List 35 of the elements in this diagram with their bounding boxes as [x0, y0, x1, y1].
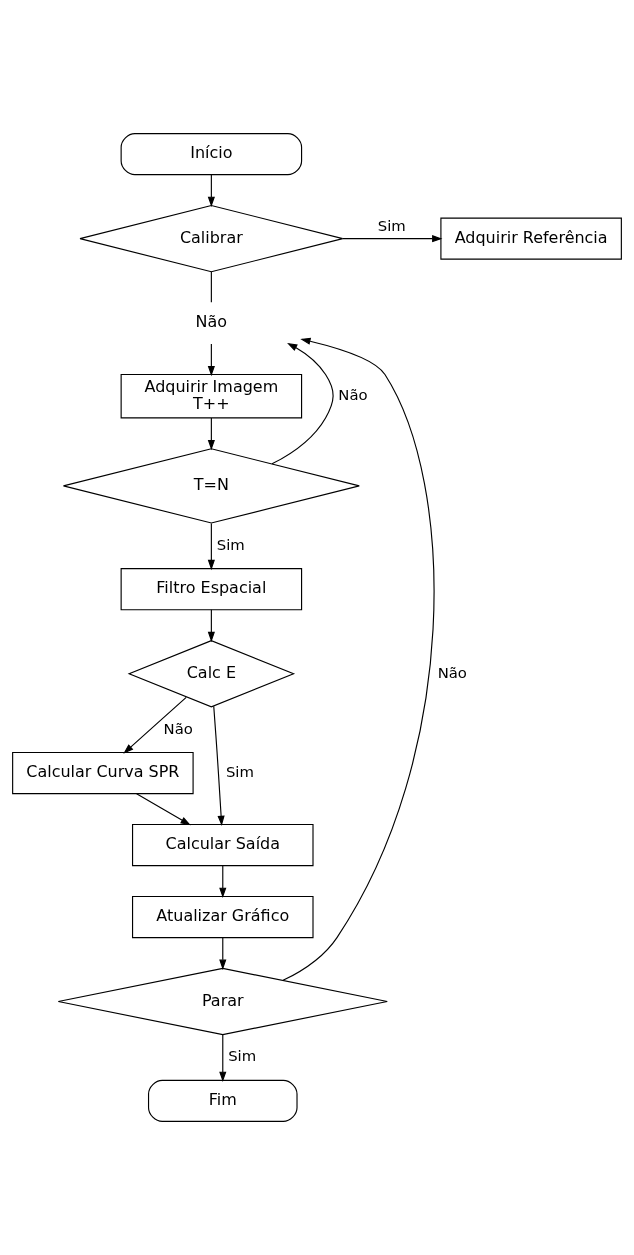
arrow [207, 609, 215, 643]
node-box: Filtro Espacial [120, 568, 303, 611]
arrow [342, 235, 443, 243]
edge-label: Sim [228, 1047, 257, 1065]
node-box: Fim [148, 1079, 298, 1122]
node-box: Início [120, 133, 303, 176]
node-box: Calcular Saída [132, 823, 314, 867]
arrow [271, 342, 334, 465]
node-box: Atualizar Gráfico [132, 895, 314, 939]
edge-label: Sim [216, 535, 245, 553]
edge-label: Não [163, 719, 193, 737]
arrow [213, 705, 225, 827]
edge-label: Sim [225, 762, 254, 780]
arrow [207, 174, 215, 207]
arrow [136, 793, 191, 826]
edge-label: Não [338, 386, 368, 404]
node-box: Calcular Curva SPR [12, 751, 194, 795]
node-diamond: Calibrar [79, 204, 344, 273]
node-box: Adquirir Imagem T++ [120, 373, 303, 419]
arrow [207, 522, 215, 571]
connector [210, 271, 212, 303]
node-diamond: Parar [57, 967, 388, 1036]
arrow [219, 937, 227, 970]
arrow [219, 865, 227, 898]
arrow [219, 1034, 227, 1082]
node-box: Adquirir Referência [440, 217, 622, 260]
edge-label: Sim [377, 217, 406, 235]
edge-label: Não [437, 663, 467, 681]
arrow [207, 343, 215, 377]
arrow [123, 696, 187, 754]
node-text: Não [195, 312, 228, 332]
node-diamond: T=N [62, 448, 360, 524]
arrow [282, 337, 435, 981]
node-diamond: Calc E [127, 640, 296, 708]
arrow [207, 417, 215, 451]
